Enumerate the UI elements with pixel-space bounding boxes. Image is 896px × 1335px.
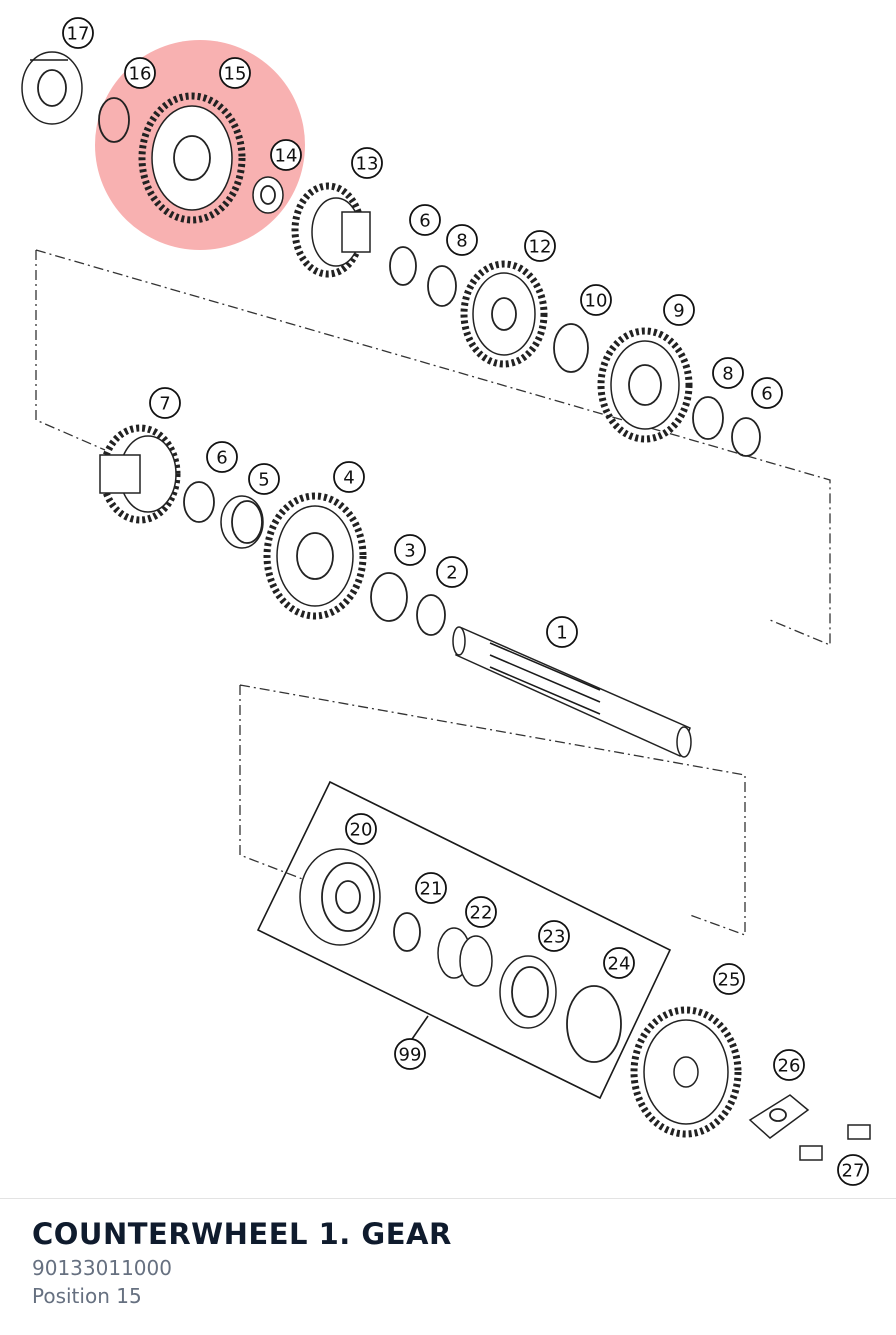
callout-15: 15 bbox=[219, 57, 251, 89]
seal-23 bbox=[499, 955, 557, 1029]
callout-4: 4 bbox=[333, 461, 365, 493]
callout-label: 6 bbox=[761, 384, 772, 405]
callout-label: 9 bbox=[673, 301, 684, 322]
callout-label: 23 bbox=[543, 927, 566, 948]
washer-8-a bbox=[427, 265, 457, 307]
callout-label: 15 bbox=[224, 64, 247, 85]
shaft-1 bbox=[452, 626, 692, 758]
circlip-21 bbox=[393, 912, 421, 952]
callout-9: 9 bbox=[663, 294, 695, 326]
gear-4 bbox=[263, 492, 367, 620]
callout-99: 99 bbox=[394, 1038, 426, 1070]
bush-22 bbox=[437, 927, 493, 987]
callout-10: 10 bbox=[580, 284, 612, 316]
circlip-6-c bbox=[183, 481, 215, 523]
gear-13 bbox=[291, 182, 371, 278]
part-name: COUNTERWHEEL 1. GEAR bbox=[32, 1217, 452, 1251]
circlip-6-a bbox=[389, 246, 417, 286]
gear-7 bbox=[99, 424, 181, 524]
sprocket-25 bbox=[630, 1006, 742, 1138]
bearing-20 bbox=[299, 848, 381, 946]
plate-26 bbox=[748, 1094, 810, 1139]
callout-label: 17 bbox=[67, 24, 90, 45]
callout-14: 14 bbox=[270, 139, 302, 171]
frame-upper-shaft bbox=[35, 249, 831, 646]
washer-10 bbox=[553, 323, 589, 373]
frame-lower-shaft bbox=[239, 684, 746, 936]
washer-3 bbox=[370, 572, 408, 622]
callout-label: 25 bbox=[718, 970, 741, 991]
callout-label: 16 bbox=[129, 64, 152, 85]
callout-22: 22 bbox=[465, 896, 497, 928]
callout-label: 20 bbox=[350, 820, 373, 841]
leader-99 bbox=[409, 1015, 429, 1043]
bearing-17 bbox=[21, 51, 83, 125]
gear-15 bbox=[138, 92, 246, 224]
callout-5: 5 bbox=[248, 463, 280, 495]
circlip-2 bbox=[416, 594, 446, 636]
washer-16 bbox=[98, 97, 130, 143]
callout-label: 6 bbox=[216, 448, 227, 469]
callout-label: 12 bbox=[529, 237, 552, 258]
bush-14 bbox=[252, 176, 284, 214]
callout-label: 24 bbox=[608, 954, 631, 975]
callout-24: 24 bbox=[603, 947, 635, 979]
callout-6: 6 bbox=[206, 441, 238, 473]
callout-8: 8 bbox=[712, 357, 744, 389]
callout-2: 2 bbox=[436, 556, 468, 588]
footer-divider bbox=[0, 1198, 896, 1199]
callout-3: 3 bbox=[394, 534, 426, 566]
callout-17: 17 bbox=[62, 17, 94, 49]
callout-label: 22 bbox=[470, 903, 493, 924]
callout-20: 20 bbox=[345, 813, 377, 845]
callout-27: 27 bbox=[837, 1154, 869, 1186]
part-number: 90133011000 bbox=[32, 1256, 172, 1280]
callout-label: 26 bbox=[778, 1056, 801, 1077]
circlip-6-b bbox=[731, 417, 761, 457]
gear-9 bbox=[597, 327, 693, 443]
part-position: Position 15 bbox=[32, 1284, 142, 1308]
callout-25: 25 bbox=[713, 963, 745, 995]
callout-label: 8 bbox=[722, 364, 733, 385]
screws-27 bbox=[799, 1124, 871, 1161]
callout-label: 5 bbox=[258, 470, 269, 491]
callout-6: 6 bbox=[409, 204, 441, 236]
circlip-24 bbox=[566, 985, 622, 1063]
callout-6: 6 bbox=[751, 377, 783, 409]
callout-13: 13 bbox=[351, 147, 383, 179]
callout-label: 13 bbox=[356, 154, 379, 175]
callout-8: 8 bbox=[446, 224, 478, 256]
callout-label: 14 bbox=[275, 146, 298, 167]
callout-label: 8 bbox=[456, 231, 467, 252]
callout-21: 21 bbox=[415, 872, 447, 904]
callout-label: 27 bbox=[842, 1161, 865, 1182]
callout-label: 1 bbox=[556, 623, 567, 644]
callout-label: 2 bbox=[446, 563, 457, 584]
callout-26: 26 bbox=[773, 1049, 805, 1081]
callout-label: 3 bbox=[404, 541, 415, 562]
callout-label: 6 bbox=[419, 211, 430, 232]
callout-label: 21 bbox=[420, 879, 443, 900]
callout-label: 10 bbox=[585, 291, 608, 312]
callout-label: 4 bbox=[343, 468, 354, 489]
callout-7: 7 bbox=[149, 387, 181, 419]
gear-12 bbox=[460, 260, 548, 368]
callout-16: 16 bbox=[124, 57, 156, 89]
callout-label: 99 bbox=[399, 1045, 422, 1066]
bush-5 bbox=[220, 495, 264, 549]
part-info-panel: COUNTERWHEEL 1. GEAR 90133011000 Positio… bbox=[32, 1214, 872, 1310]
washer-8-b bbox=[692, 396, 724, 440]
callout-12: 12 bbox=[524, 230, 556, 262]
bearing-kit-box bbox=[256, 780, 672, 1100]
callout-23: 23 bbox=[538, 920, 570, 952]
callout-label: 7 bbox=[159, 394, 170, 415]
callout-1: 1 bbox=[546, 616, 578, 648]
